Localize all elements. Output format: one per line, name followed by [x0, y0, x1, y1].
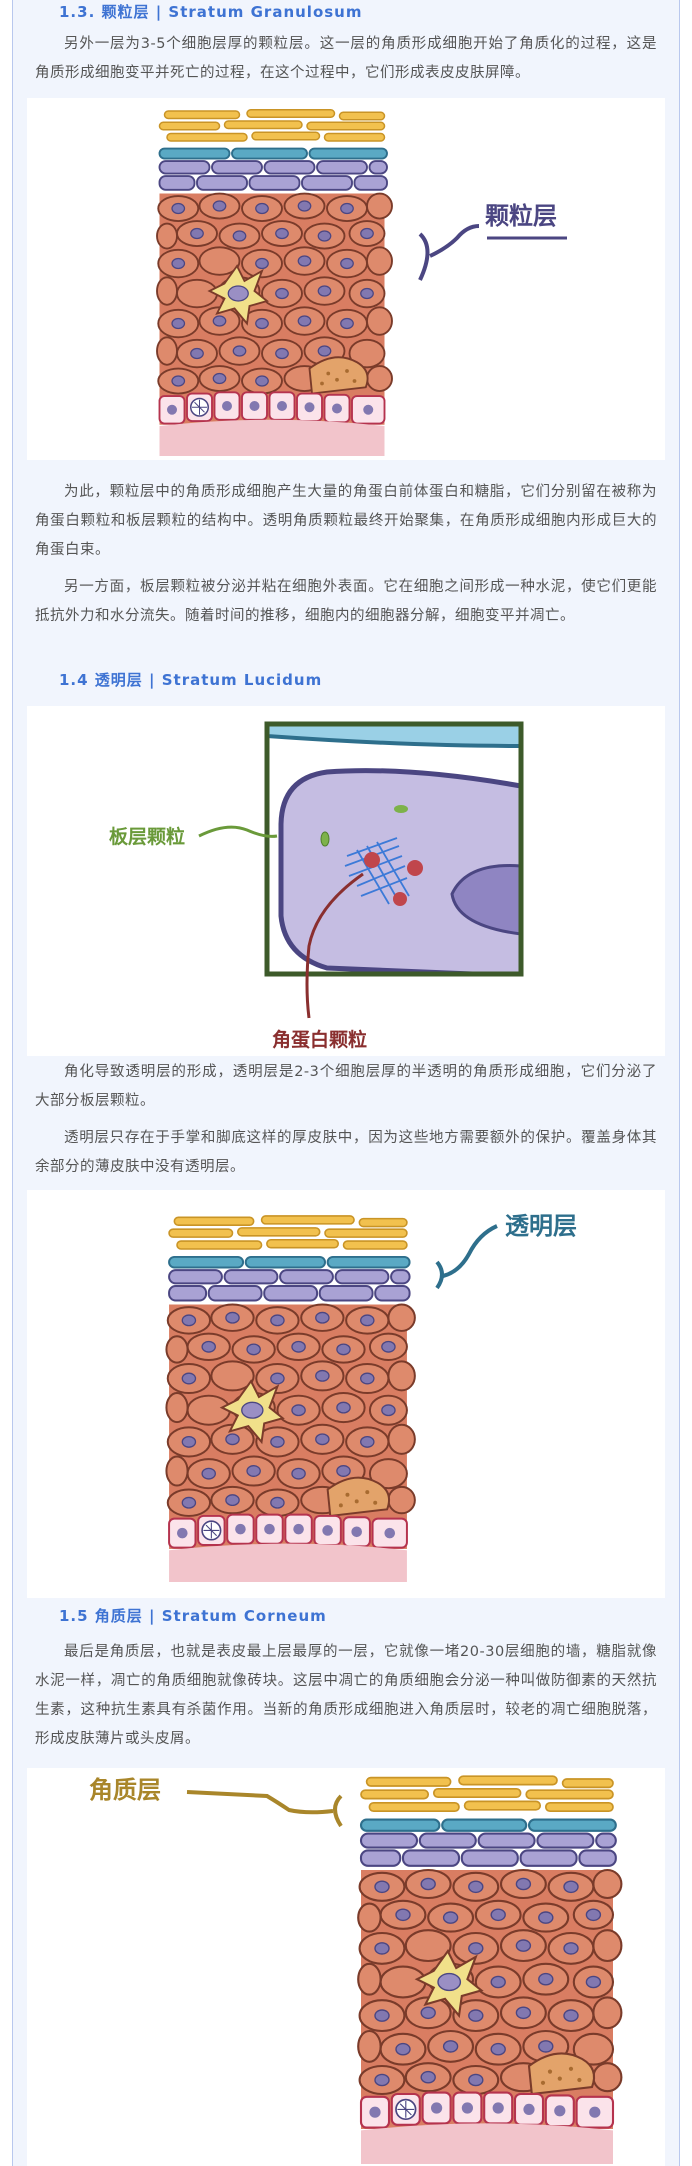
- section-granulosum: 1.3. 颗粒层 | Stratum Granulosum 另外一层为3-5个细…: [35, 2, 657, 88]
- section-heading-granulosum: 1.3. 颗粒层 | Stratum Granulosum: [59, 3, 363, 21]
- paragraph: 为此，颗粒层中的角质形成细胞产生大量的角蛋白前体蛋白和糖脂，它们分别留在被称为角…: [35, 484, 657, 558]
- figure-corneum: 角质层: [27, 1768, 665, 2166]
- skin-diagram: 角质层: [89, 1775, 623, 2164]
- figure-lucidum: 透明层: [27, 1190, 665, 1598]
- section-corneum: 1.5 角质层 | Stratum Corneum 最后是角质层，也就是表皮最上…: [35, 1606, 657, 1754]
- paragraph: 最后是角质层，也就是表皮最上层最厚的一层，它就像一堵20-30层细胞的墙，糖脂就…: [35, 1644, 657, 1747]
- skin-diagram: 颗粒层: [155, 108, 567, 456]
- section-heading-lucidum: 1.4 透明层 | Stratum Lucidum: [59, 671, 323, 689]
- figure-label-granulosum: 颗粒层: [485, 202, 557, 230]
- figure-label-corneum: 角质层: [89, 1776, 161, 1804]
- figure-lucidum-zoom: 板层颗粒 角蛋白颗粒: [27, 706, 665, 1056]
- figure-granulosum: 颗粒层: [27, 98, 665, 460]
- section-heading-corneum: 1.5 角质层 | Stratum Corneum: [59, 1607, 327, 1625]
- section-lucidum: 1.4 透明层 | Stratum Lucidum: [35, 670, 657, 690]
- article-page: 1.3. 颗粒层 | Stratum Granulosum 另外一层为3-5个细…: [12, 0, 680, 2166]
- section-granulosum-cont: 为此，颗粒层中的角质形成细胞产生大量的角蛋白前体蛋白和糖脂，它们分别留在被称为角…: [35, 478, 657, 631]
- paragraph: 另外一层为3-5个细胞层厚的颗粒层。这一层的角质形成细胞开始了角质化的过程，这是…: [35, 36, 657, 81]
- paragraph: 角化导致透明层的形成，透明层是2-3个细胞层厚的半透明的角质形成细胞，它们分泌了…: [35, 1064, 657, 1109]
- cell-zoom-diagram: 板层颗粒 角蛋白颗粒: [109, 721, 524, 1051]
- label-keratin-granules: 角蛋白颗粒: [272, 1028, 367, 1051]
- paragraph: 另一方面，板层颗粒被分泌并粘在细胞外表面。它在细胞之间形成一种水泥，使它们更能抵…: [35, 579, 657, 624]
- label-lamellar-granules: 板层颗粒: [109, 825, 185, 848]
- figure-label-lucidum: 透明层: [505, 1212, 577, 1240]
- skin-diagram: 透明层: [165, 1212, 577, 1582]
- section-lucidum-text: 角化导致透明层的形成，透明层是2-3个细胞层厚的半透明的角质形成细胞，它们分泌了…: [35, 1058, 657, 1182]
- paragraph: 透明层只存在于手掌和脚底这样的厚皮肤中，因为这些地方需要额外的保护。覆盖身体其余…: [35, 1130, 657, 1175]
